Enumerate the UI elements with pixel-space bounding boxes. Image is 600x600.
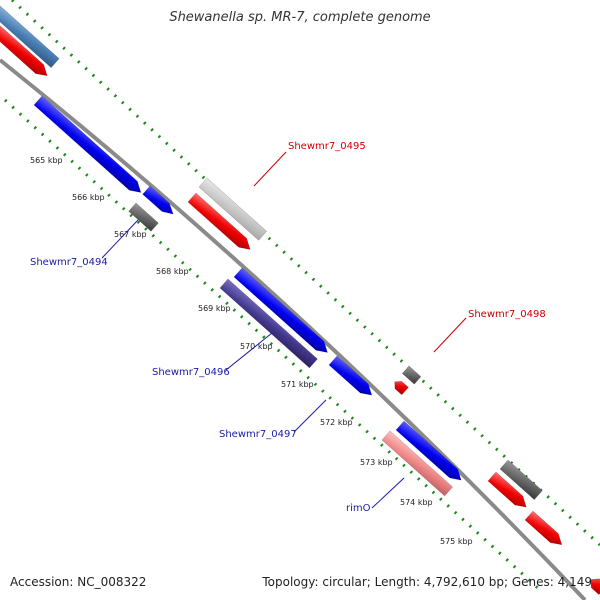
kbp-label-572: 572 kbp [320, 418, 353, 427]
kbp-label-567: 567 kbp [114, 230, 147, 239]
gene-label-0498[interactable]: Shewmr7_0498 [468, 309, 546, 320]
kbp-label-574: 574 kbp [400, 498, 433, 507]
gene-label-0495[interactable]: Shewmr7_0495 [288, 141, 366, 152]
gene-red-right-b[interactable] [524, 510, 566, 549]
outer-tick-track [10, 0, 600, 547]
callout-0494 [101, 219, 139, 259]
callout-rimO [371, 477, 405, 509]
kbp-label-570: 570 kbp [240, 342, 273, 351]
gene-red-0495[interactable] [187, 192, 254, 254]
gene-blue-573[interactable] [395, 420, 465, 485]
gene-blue-short-566[interactable] [142, 185, 177, 218]
kbp-label-566: 566 kbp [72, 193, 105, 202]
genome-title: Shewanella sp. MR-7, complete genome [169, 10, 431, 25]
accession-text: Accession: NC_008322 [10, 575, 147, 589]
kbp-label-575: 575 kbp [440, 537, 473, 546]
gene-blue-0494-long[interactable] [33, 95, 145, 197]
gene-gray-0498[interactable] [401, 365, 422, 385]
gene-label-0497[interactable]: Shewmr7_0497 [219, 429, 297, 440]
callout-0496 [225, 332, 273, 371]
gene-purple-0496[interactable] [219, 278, 318, 369]
kbp-label-571: 571 kbp [281, 380, 314, 389]
callout-0495 [253, 151, 287, 187]
kbp-label-569: 569 kbp [198, 304, 231, 313]
gene-blue-0497[interactable] [328, 355, 376, 400]
gene-label-0494[interactable]: Shewmr7_0494 [30, 257, 108, 268]
gene-gray-567[interactable] [128, 202, 159, 232]
gene-gray-right[interactable] [499, 459, 543, 500]
genome-backbone [0, 58, 587, 600]
kbp-label-565: 565 kbp [30, 156, 63, 165]
gene-label-0496[interactable]: Shewmr7_0496 [152, 367, 230, 378]
gene-red-right-a[interactable] [487, 471, 530, 512]
callout-0498 [433, 317, 467, 353]
topology-text: Topology: circular; Length: 4,792,610 bp… [262, 575, 592, 589]
gene-pink-rimO[interactable] [381, 430, 453, 497]
kbp-label-568: 568 kbp [156, 267, 189, 276]
gene-red-top[interactable] [0, 21, 51, 80]
gene-label-rimO[interactable]: rimO [346, 503, 371, 514]
gene-lightgray-0495[interactable] [198, 177, 267, 241]
callout-0497 [293, 399, 327, 433]
gene-blue-569[interactable] [233, 267, 331, 357]
kbp-label-573: 573 kbp [360, 458, 393, 467]
gene-steelblue-top[interactable] [0, 3, 60, 68]
inner-tick-track [3, 98, 542, 592]
gene-red-corner[interactable] [587, 575, 600, 595]
gene-red-0498[interactable] [391, 378, 409, 396]
